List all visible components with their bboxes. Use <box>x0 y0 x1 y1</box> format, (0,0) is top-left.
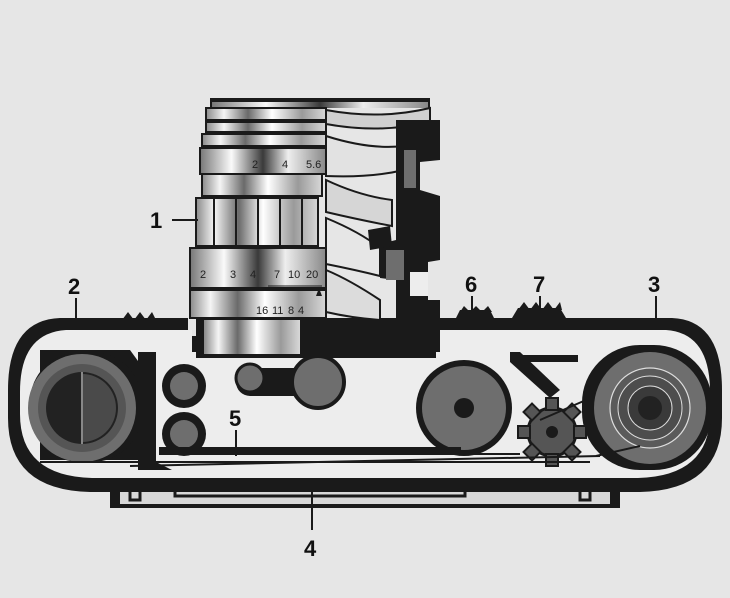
rewind-knob <box>118 312 160 326</box>
aperture-value-b: 4 <box>282 159 288 171</box>
film-cartridge-chamber <box>28 350 146 462</box>
distance-value-f: 20 <box>306 269 318 281</box>
dof-value-a: 16 <box>256 305 268 317</box>
distance-value-d: 7 <box>274 269 280 281</box>
dof-value-d: 4 <box>298 305 304 317</box>
callout-leaders <box>75 219 657 530</box>
film-advance-knob <box>512 302 566 318</box>
callout-1: 1 <box>150 208 162 233</box>
distance-value-e: 10 <box>288 269 300 281</box>
distance-value-b: 3 <box>230 269 236 281</box>
aperture-value-a: 2 <box>252 159 258 171</box>
aperture-value-c: 5.6 <box>306 159 321 171</box>
callout-2: 2 <box>68 274 80 299</box>
callout-6: 6 <box>465 272 477 297</box>
distance-value-a: 2 <box>200 269 206 281</box>
callout-4: 4 <box>304 536 317 561</box>
distance-scale-bottom: 16 11 8 4 <box>256 305 304 317</box>
callout-5: 5 <box>229 406 241 431</box>
transport-drum <box>416 360 512 456</box>
shutter-speed-dial <box>456 306 494 318</box>
film-path <box>40 399 641 467</box>
callout-7: 7 <box>533 272 545 297</box>
dof-value-c: 8 <box>288 305 294 317</box>
dof-value-b: 11 <box>272 305 283 317</box>
distance-value-c: 4 <box>250 269 256 281</box>
lens-assembly <box>189 98 440 358</box>
take-up-spool-chamber <box>582 345 712 470</box>
callout-3: 3 <box>648 272 660 297</box>
aperture-scale: 2 4 5.6 <box>252 159 321 171</box>
internal-walls <box>138 352 578 470</box>
film-rollers <box>162 354 346 456</box>
distance-scale-top: 2 3 4 7 10 20 <box>200 269 318 281</box>
